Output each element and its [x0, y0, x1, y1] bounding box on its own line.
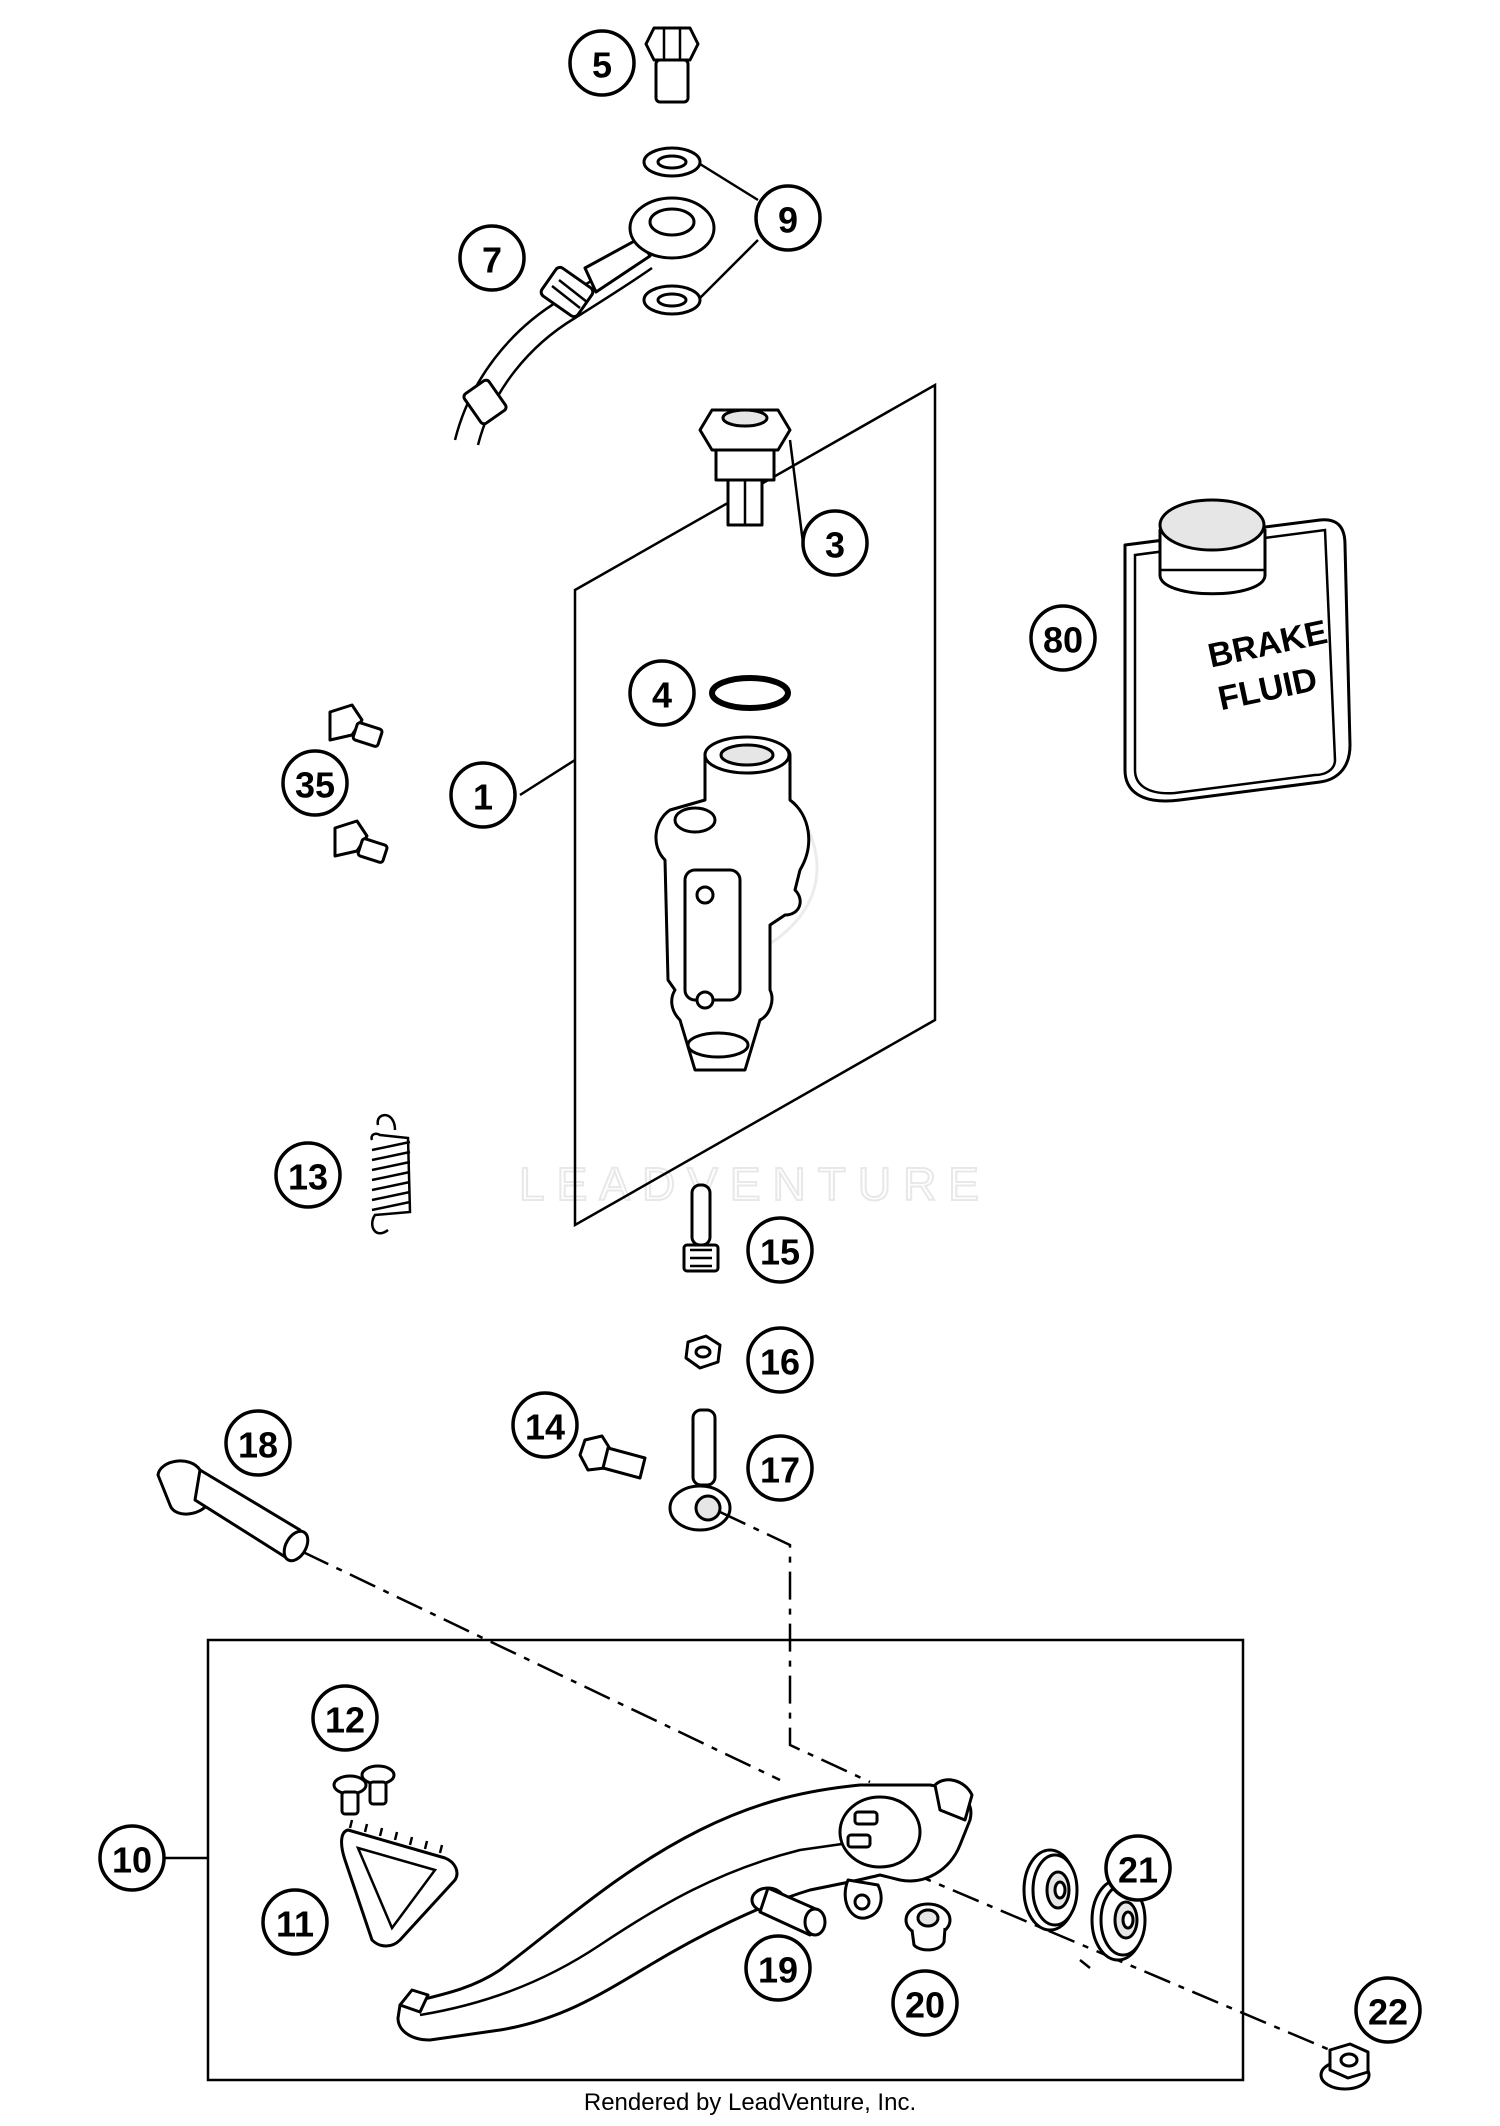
svg-text:5: 5 — [592, 45, 612, 86]
brake-hose-part[interactable] — [453, 196, 716, 446]
screw-upper-part[interactable] — [328, 703, 384, 748]
svg-text:7: 7 — [482, 240, 502, 281]
callout-15[interactable]: 15 — [746, 1216, 814, 1284]
callout-4[interactable]: 4 — [628, 659, 696, 727]
svg-text:80: 80 — [1043, 620, 1083, 661]
callout-22[interactable]: 22 — [1354, 1976, 1422, 2044]
callout-9[interactable]: 9 — [754, 184, 822, 252]
assembly-line-clevis — [719, 1510, 871, 1784]
callout-35[interactable]: 35 — [281, 749, 349, 817]
master-cylinder-body-part[interactable] — [654, 735, 811, 1072]
svg-text:14: 14 — [525, 1407, 565, 1448]
brake-fluid-can-part[interactable]: BRAKE FLUID — [1123, 498, 1352, 803]
hex-nut-part[interactable] — [684, 1334, 722, 1370]
callout-14[interactable]: 14 — [511, 1391, 579, 1459]
screw-lower-part[interactable] — [333, 819, 389, 864]
svg-text:3: 3 — [825, 525, 845, 566]
callout-18[interactable]: 18 — [224, 1409, 292, 1477]
svg-text:1: 1 — [473, 777, 493, 818]
return-spring-part[interactable] — [370, 1113, 412, 1235]
svg-text:20: 20 — [905, 1985, 945, 2026]
callout-1[interactable]: 1 — [449, 761, 517, 829]
copper-washer-lower[interactable] — [642, 284, 702, 316]
svg-text:12: 12 — [325, 1700, 365, 1741]
master-cylinder-kit-frame — [573, 382, 937, 1228]
callout-7[interactable]: 7 — [458, 224, 526, 292]
stop-bolt-part[interactable] — [750, 1886, 827, 1937]
assembly-line-pivot — [302, 1550, 781, 1782]
callout-5[interactable]: 5 — [568, 29, 636, 97]
svg-text:16: 16 — [760, 1342, 800, 1383]
svg-text:9: 9 — [778, 200, 798, 241]
callout-19[interactable]: 19 — [744, 1934, 812, 2002]
callout-17[interactable]: 17 — [746, 1434, 814, 1502]
bushing-part[interactable] — [904, 1902, 952, 1952]
svg-text:4: 4 — [652, 675, 672, 716]
brake-pedal-part[interactable] — [396, 1778, 974, 2042]
svg-text:19: 19 — [758, 1950, 798, 1991]
callout-13[interactable]: 13 — [274, 1141, 342, 1209]
flange-nut-part[interactable] — [1319, 2042, 1371, 2091]
rivet-left-part[interactable] — [332, 1774, 368, 1816]
callout-16[interactable]: 16 — [746, 1326, 814, 1394]
reservoir-plug-part[interactable] — [698, 408, 792, 527]
svg-text:15: 15 — [760, 1232, 800, 1273]
banjo-bolt-part[interactable] — [644, 26, 700, 104]
clevis-part[interactable] — [668, 1408, 732, 1532]
callout-80[interactable]: 80 — [1029, 604, 1097, 672]
brake-pedal-group-frame — [206, 1638, 1245, 2082]
watermark-text: LEADVENTURE — [519, 1158, 991, 1210]
rivet-right-part[interactable] — [360, 1764, 396, 1806]
callout-3[interactable]: 3 — [801, 509, 869, 577]
callout-10[interactable]: 10 — [98, 1824, 166, 1892]
svg-text:17: 17 — [760, 1450, 800, 1491]
clevis-bolt-part[interactable] — [578, 1434, 647, 1480]
callout-12[interactable]: 12 — [311, 1684, 379, 1752]
callout-20[interactable]: 20 — [891, 1969, 959, 2037]
svg-text:10: 10 — [112, 1840, 152, 1881]
svg-text:22: 22 — [1368, 1992, 1408, 2033]
watermark: LEADVENTURE — [518, 795, 991, 1211]
copper-washer-upper[interactable] — [642, 146, 702, 178]
svg-text:21: 21 — [1118, 1850, 1158, 1891]
svg-text:11: 11 — [276, 1904, 314, 1945]
o-ring-part[interactable] — [709, 675, 791, 711]
pedal-tip-part[interactable] — [340, 1819, 459, 1948]
bearing-outer-part[interactable] — [1022, 1848, 1079, 1932]
pivot-bolt-part[interactable] — [156, 1459, 313, 1565]
footer-credit: Rendered by LeadVenture, Inc. — [584, 2089, 916, 2116]
callout-21[interactable]: 21 — [1104, 1834, 1172, 1902]
push-rod-part[interactable] — [682, 1183, 720, 1273]
callout-11[interactable]: 11 — [261, 1888, 329, 1956]
svg-text:18: 18 — [238, 1425, 278, 1466]
svg-text:13: 13 — [288, 1157, 328, 1198]
svg-text:35: 35 — [295, 765, 335, 806]
